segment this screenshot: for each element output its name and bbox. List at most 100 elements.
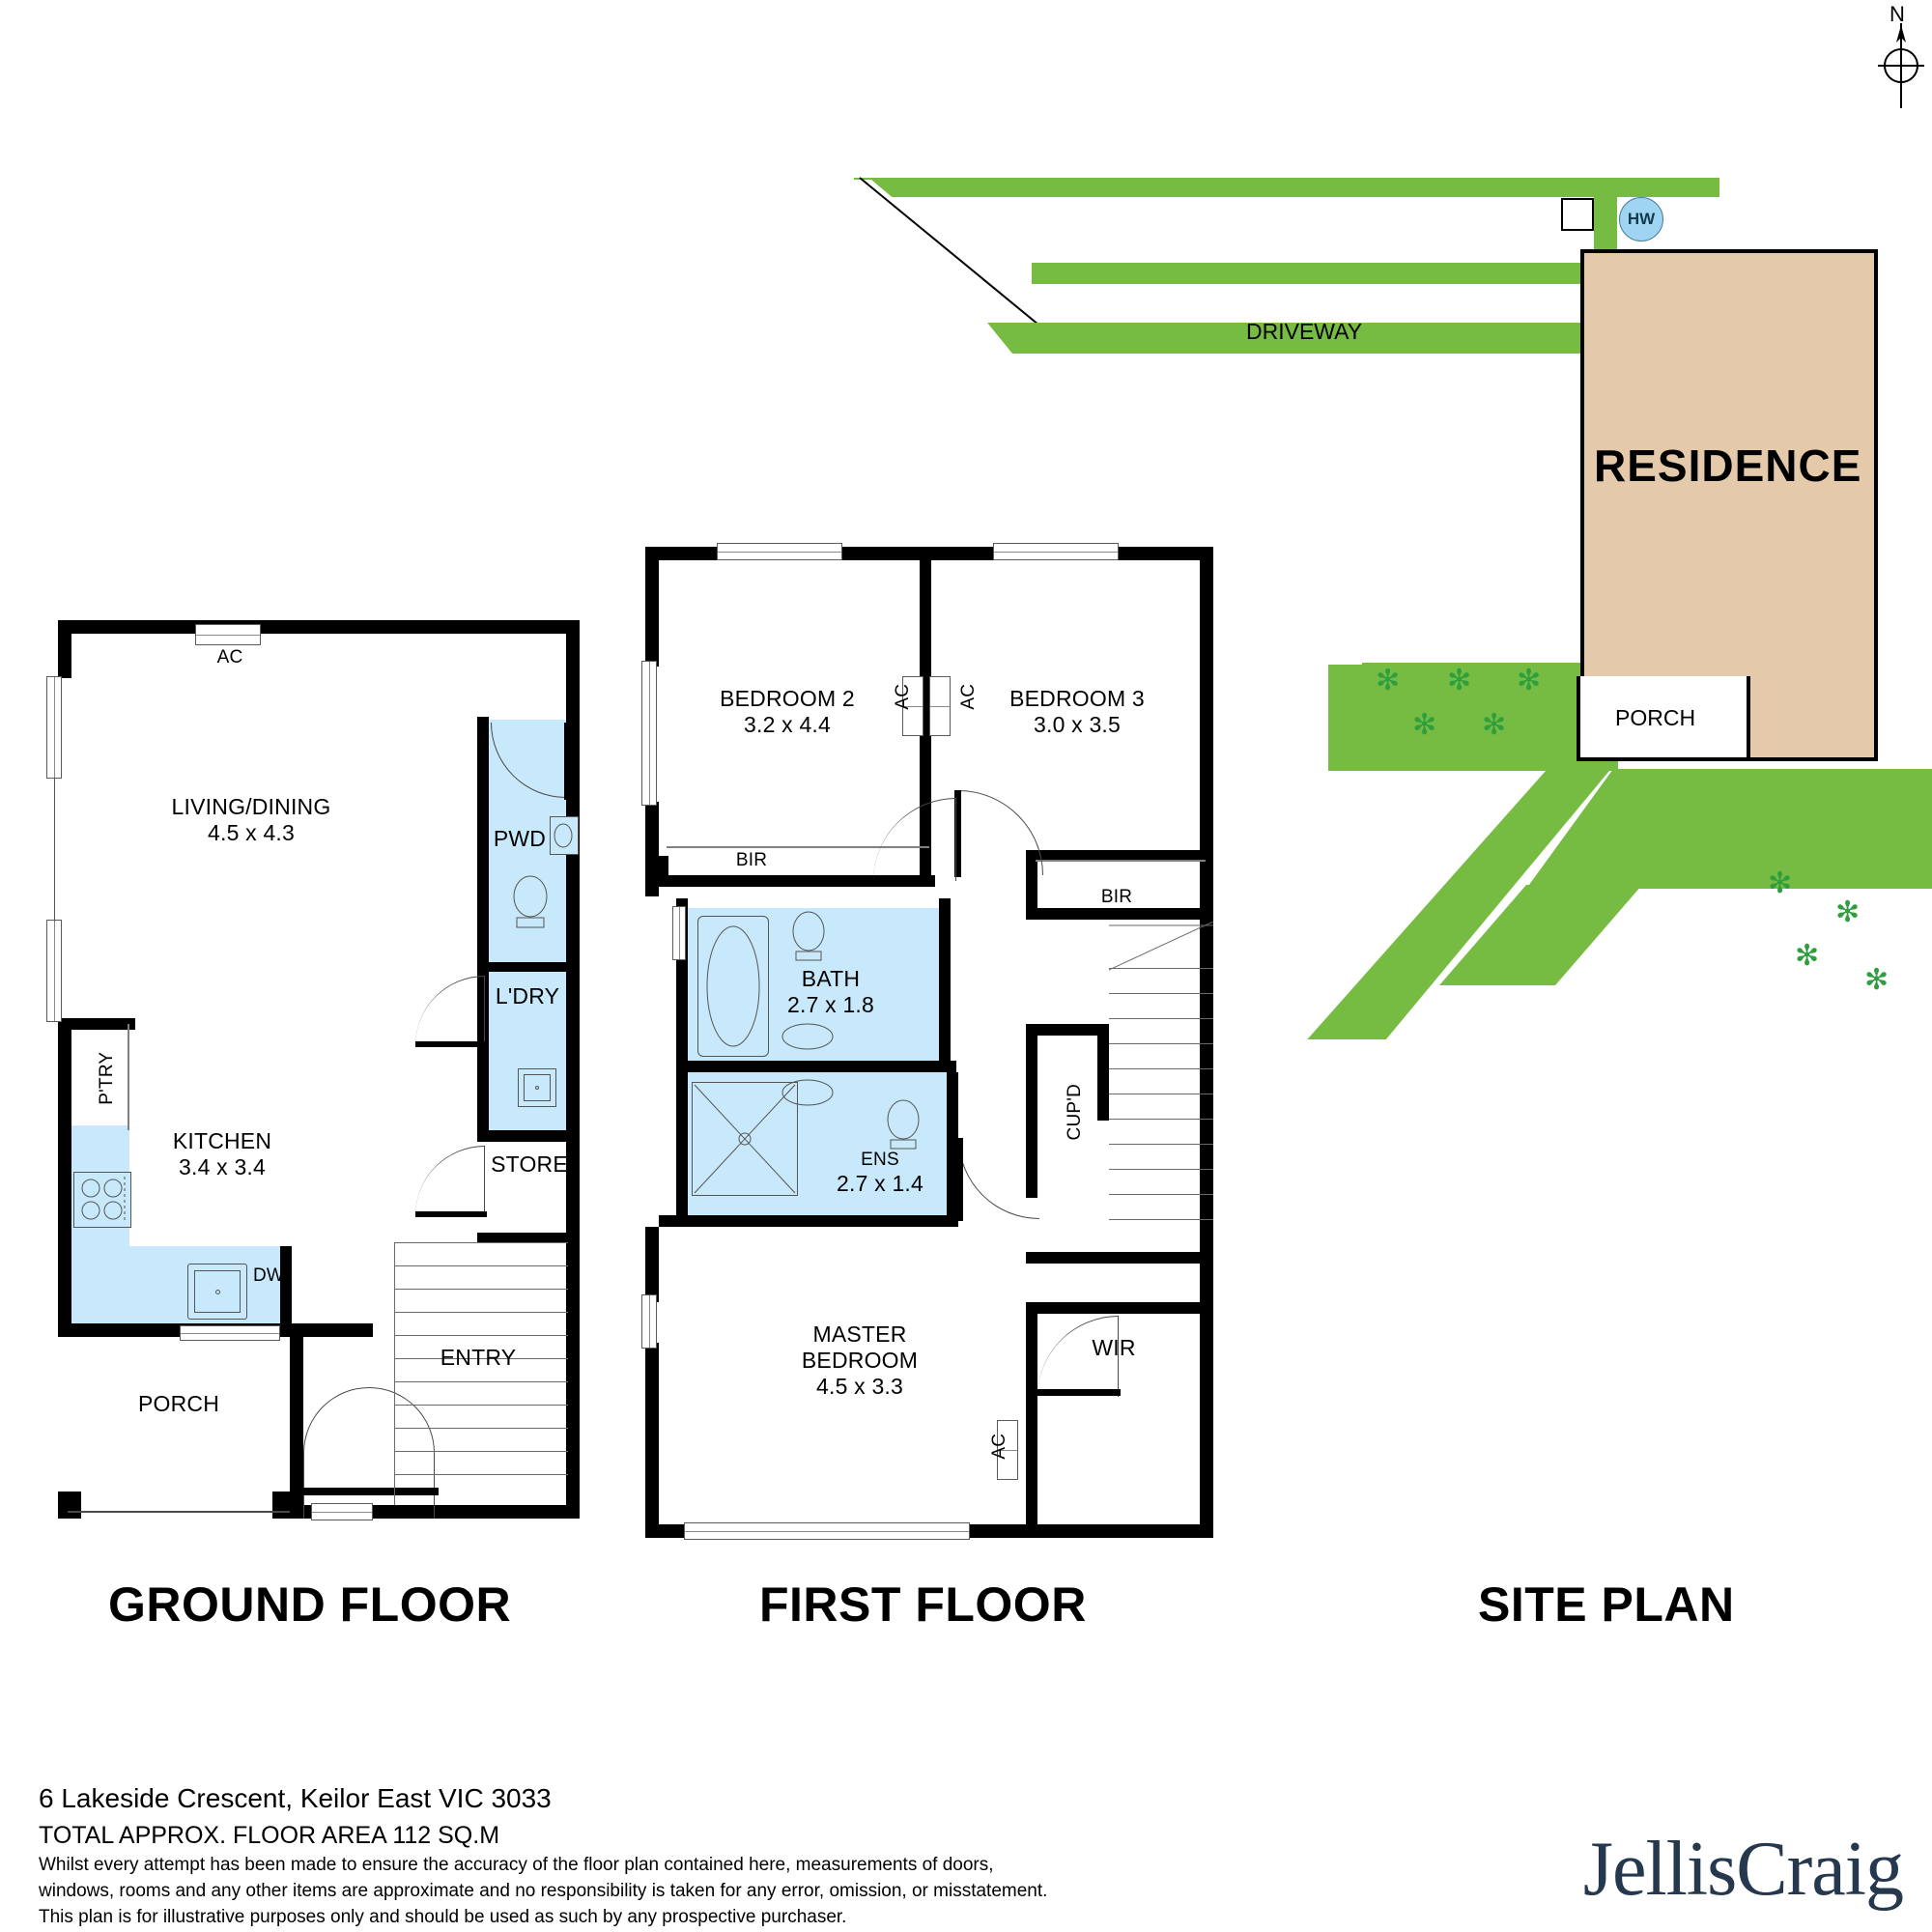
room-name: PWD: [493, 826, 547, 851]
first-room-cupd: CUP'D: [1065, 1059, 1086, 1165]
room-name-line1: MASTER: [812, 1321, 907, 1347]
room-dim: 4.5 x 3.3: [815, 1374, 904, 1400]
hot-water-unit-icon: HW: [1619, 197, 1663, 242]
ground-annotation-dw: DW: [240, 1265, 298, 1287]
ground-wall-pantry-top: [58, 1018, 135, 1030]
ground-wall-ldry-store: [477, 1130, 580, 1142]
ground-door-entry-leaf: [303, 1488, 439, 1495]
first-door-b3-leaf: [954, 790, 961, 877]
ground-window-ac-top: [195, 624, 261, 645]
first-wall-wet-left: [676, 898, 688, 1227]
basin-icon: [779, 1020, 837, 1053]
toilet-icon: [782, 908, 835, 964]
ground-window-living-left: [46, 676, 62, 779]
compass-north-label: N: [1889, 2, 1905, 26]
first-wall-b2-b3: [920, 547, 931, 875]
ground-room-porch: PORCH: [116, 1391, 242, 1417]
first-bir3-shelf: [1036, 860, 1206, 862]
site-driveway-label: DRIVEWAY: [1246, 319, 1363, 344]
first-wall-cupd-top: [1026, 1024, 1109, 1036]
total-floor-area: TOTAL APPROX. FLOOR AREA 112 SQ.M: [39, 1822, 500, 1849]
first-wall-master-right: [1026, 1372, 1037, 1531]
first-wall-bir2-bottom: [659, 875, 935, 887]
ground-pantry-line: [128, 1024, 129, 1130]
ground-door-ldry-leaf: [415, 1041, 487, 1047]
sink-icon: [187, 1264, 247, 1320]
room-dim: 3.4 x 3.4: [178, 1154, 267, 1180]
first-wall-left-b2: [645, 547, 659, 667]
ground-wall-left-mid: [58, 1024, 71, 1140]
ground-door-store-leaf: [415, 1211, 487, 1217]
first-window-ac-b2: [902, 676, 923, 736]
annotation-label: AC: [957, 683, 979, 710]
basin-icon: [550, 816, 579, 855]
toilet-icon: [503, 871, 557, 931]
laundry-trough-icon: [518, 1068, 556, 1107]
site-porch-label: PORCH: [1615, 705, 1696, 730]
site-grass-notch: [1215, 263, 1248, 284]
site-grass-top2c: [1246, 263, 1611, 284]
first-annotation-ac-master: AC: [989, 1412, 1010, 1480]
first-window-ac-b3: [929, 676, 951, 736]
ground-wall-top: [58, 620, 580, 634]
first-window-b2-top: [717, 543, 842, 560]
shrub-icon: ✻: [1835, 896, 1861, 928]
first-wall-bath-ens: [676, 1061, 956, 1072]
jellis-craig-logo: JellisCraig: [1582, 1827, 1904, 1912]
shrub-icon: ✻: [1412, 709, 1437, 741]
first-wall-bath-right: [939, 898, 951, 1072]
first-door-wir-leaf: [1037, 1389, 1121, 1396]
ground-wall-porch-right: [272, 1492, 296, 1519]
ground-window-dim-line: [54, 779, 55, 922]
ground-wall-pwd-ldry: [477, 962, 580, 972]
ground-floor-title: GROUND FLOOR: [108, 1577, 512, 1632]
ground-door-store: [415, 1146, 485, 1215]
first-window-master-bottom: [684, 1522, 970, 1540]
disclaimer-line-1: Whilst every attempt has been made to en…: [39, 1855, 994, 1875]
first-room-master-bedroom: MASTER BEDROOM 4.5 x 3.3: [763, 1321, 956, 1400]
first-window-ac-master: [997, 1420, 1018, 1480]
room-name: BEDROOM 3: [1009, 686, 1145, 711]
first-wall-bir3-top: [1026, 850, 1213, 862]
annotation-label: AC: [988, 1433, 1009, 1460]
first-door-ens: [958, 1138, 1039, 1219]
first-wall-left-master: [645, 1343, 659, 1538]
ground-room-entry: ENTRY: [425, 1345, 531, 1371]
shrub-icon: ✻: [1482, 709, 1507, 741]
basin-icon: [779, 1076, 837, 1109]
shrub-icon: ✻: [1517, 665, 1542, 696]
annotation-label: DW: [252, 1265, 285, 1286]
room-name: CUP'D: [1064, 1083, 1085, 1141]
first-window-master-left: [641, 1294, 657, 1349]
ground-wall-left-upper: [58, 620, 71, 678]
first-room-bir-bedroom3: BIR: [1068, 887, 1165, 908]
disclaimer-line-3: This plan is for illustrative purposes o…: [39, 1906, 847, 1927]
ground-staircase: [394, 1242, 568, 1505]
site-residence-label: RESIDENCE: [1594, 440, 1862, 491]
first-room-bath: BATH 2.7 x 1.8: [753, 966, 908, 1018]
annotation-label: AC: [892, 683, 913, 710]
first-wall-bir2-left: [659, 856, 668, 887]
ground-wall-porch-left: [58, 1492, 81, 1519]
first-floor-title: FIRST FLOOR: [759, 1577, 1087, 1632]
first-room-wir: WIR: [1070, 1335, 1157, 1361]
ground-door-entry: [303, 1387, 435, 1519]
room-name: BIR: [735, 850, 768, 870]
room-name: LIVING/DINING: [171, 794, 331, 819]
site-grass-top2b: [1032, 263, 1215, 284]
first-room-ens: ENS 2.7 x 1.4: [827, 1150, 933, 1198]
first-wall-bir3-bottom: [1026, 908, 1213, 920]
first-door-ens-leaf: [956, 1138, 963, 1221]
room-dim: 4.5 x 4.3: [207, 820, 296, 846]
first-annotation-ac-b2: AC: [893, 663, 914, 730]
first-room-bir-bedroom2: BIR: [703, 850, 800, 871]
ground-room-store: STORE: [483, 1151, 576, 1178]
disclaimer: Whilst every attempt has been made to en…: [39, 1853, 1047, 1931]
first-wall-ens-right: [947, 1072, 958, 1227]
ground-wall-entry-left: [290, 1323, 303, 1517]
shower-icon: [692, 1082, 798, 1196]
ground-room-living-dining: LIVING/DINING 4.5 x 4.3: [145, 794, 357, 846]
compass-icon: [1878, 23, 1924, 108]
site-grass-top: [854, 178, 1719, 197]
